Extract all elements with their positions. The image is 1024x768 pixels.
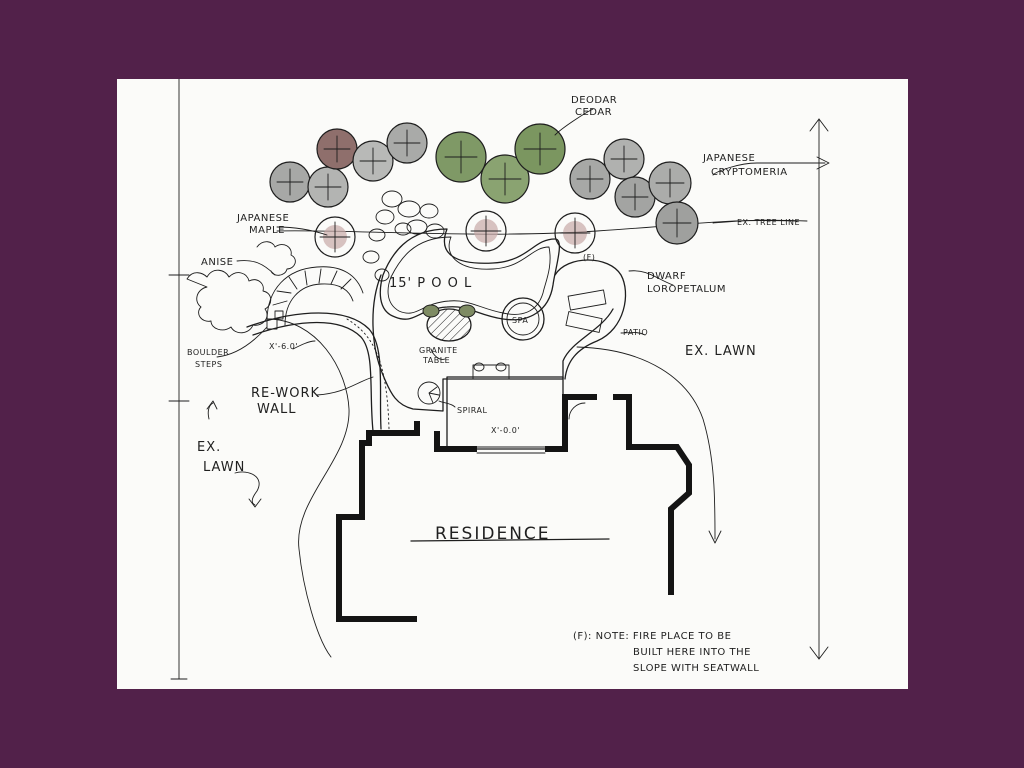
granite-table bbox=[422, 304, 476, 342]
label-ex-lawn-right: EX. LAWN bbox=[685, 344, 757, 359]
label-text: CRYPTOMERIA bbox=[711, 167, 788, 178]
residence-title: RESIDENCE bbox=[435, 524, 551, 544]
tree-symbol bbox=[269, 161, 311, 203]
leader-lines bbox=[216, 108, 830, 408]
label-spiral: SPIRAL bbox=[457, 406, 487, 415]
label-dwarf-loropetalum: DWARF LOROPETALUM bbox=[647, 271, 726, 295]
spa bbox=[501, 297, 545, 341]
tree-symbol bbox=[435, 131, 487, 183]
tree-symbol bbox=[648, 161, 692, 205]
note-line: SLOPE WITH SEATWALL bbox=[633, 663, 759, 674]
label-x-dim-left: X'-6.0' bbox=[269, 342, 298, 351]
label-text: CEDAR bbox=[575, 107, 612, 118]
note-line: BUILT HERE INTO THE bbox=[633, 647, 751, 658]
label-boulder-steps: BOULDER STEPS bbox=[187, 348, 229, 369]
tree-symbol bbox=[314, 216, 356, 258]
plan-note: (F): NOTE: FIRE PLACE TO BE BUILT HERE I… bbox=[573, 631, 759, 674]
label-ex-lawn-left: EX. LAWN bbox=[197, 440, 245, 475]
label-granite-table: GRANITE TABLE bbox=[419, 346, 458, 365]
label-pool: 15' P O O L bbox=[389, 276, 472, 291]
tree-group-japanese-maple bbox=[314, 210, 596, 258]
label-text: STEPS bbox=[195, 360, 222, 369]
label-text: WALL bbox=[257, 402, 297, 417]
plan-drawing: DEODAR CEDAR JAPANESE CRYPTOMERIA EX. TR… bbox=[168, 79, 830, 680]
note-line: (F): NOTE: FIRE PLACE TO BE bbox=[573, 631, 731, 642]
label-text: EX. bbox=[197, 440, 221, 455]
pool-deck bbox=[372, 274, 614, 412]
label-text: TABLE bbox=[422, 356, 450, 365]
dimension-lines bbox=[168, 79, 829, 680]
label-text: GRANITE bbox=[419, 346, 458, 355]
tree-symbol bbox=[316, 128, 358, 170]
anise-shrubs bbox=[186, 269, 272, 334]
landscape-plan-sketch: DEODAR CEDAR JAPANESE CRYPTOMERIA EX. TR… bbox=[117, 79, 908, 689]
label-text: LOROPETALUM bbox=[647, 284, 726, 295]
label-text: DEODAR bbox=[571, 95, 617, 106]
tree-group-deodar-cedar bbox=[435, 123, 566, 204]
patio bbox=[554, 259, 627, 380]
label-text: LAWN bbox=[203, 460, 245, 475]
label-text: JAPANESE bbox=[236, 213, 289, 224]
lawn-flow-arrows bbox=[206, 318, 722, 658]
tree-symbol bbox=[480, 154, 530, 204]
label-deodar-cedar: DEODAR CEDAR bbox=[571, 95, 617, 118]
tree-symbol bbox=[603, 138, 645, 180]
label-text: MAPLE bbox=[249, 225, 285, 236]
tree-symbol bbox=[352, 140, 394, 182]
tree-group-left bbox=[269, 122, 428, 208]
label-fireplace-marker: (F) bbox=[583, 253, 595, 262]
label-text: JAPANESE bbox=[702, 153, 755, 164]
tree-group-cryptomeria bbox=[569, 138, 699, 245]
tree-symbol bbox=[554, 212, 596, 254]
label-text: RE-WORK bbox=[251, 386, 320, 401]
residence-walls bbox=[336, 394, 692, 622]
tree-symbol bbox=[465, 210, 507, 252]
boulder-cluster bbox=[362, 190, 445, 282]
label-japanese-cryptomeria: JAPANESE CRYPTOMERIA bbox=[702, 153, 788, 178]
label-patio: PATIO bbox=[623, 328, 648, 337]
label-text: BOULDER bbox=[187, 348, 229, 357]
label-residence: RESIDENCE bbox=[410, 524, 610, 544]
tree-symbol bbox=[386, 122, 428, 164]
tree-symbol bbox=[514, 123, 566, 175]
tree-symbol bbox=[655, 201, 699, 245]
label-text: DWARF bbox=[647, 271, 686, 282]
anise-shrubs-upper bbox=[256, 241, 296, 276]
label-japanese-maple: JAPANESE MAPLE bbox=[236, 213, 289, 236]
tree-symbol bbox=[569, 158, 611, 200]
label-spa: SPA bbox=[512, 316, 528, 325]
label-rework-wall: RE-WORK WALL bbox=[251, 386, 320, 417]
label-ex-tree-line: EX. TREE LINE bbox=[737, 218, 800, 227]
label-anise: ANISE bbox=[201, 257, 233, 268]
boulder-steps bbox=[266, 266, 364, 330]
tree-symbol bbox=[307, 166, 349, 208]
label-x-dim-terrace: X'-0.0' bbox=[491, 426, 520, 435]
rework-wall bbox=[246, 312, 390, 432]
